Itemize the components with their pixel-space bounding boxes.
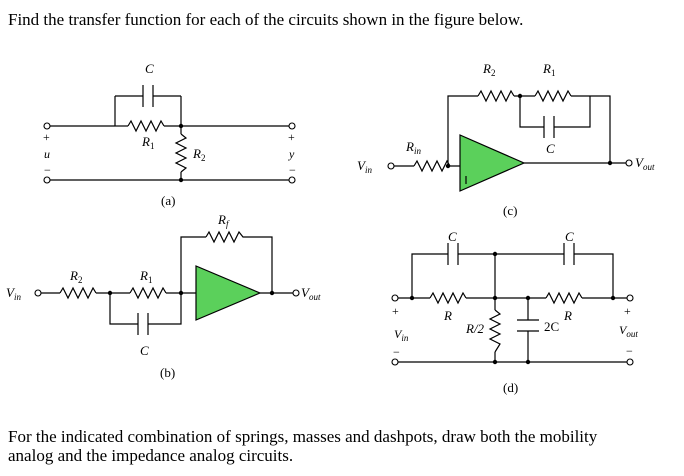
circuit-a-input-terminal-top: [43, 122, 51, 130]
circuit-b-label-r1: R1: [139, 268, 152, 285]
circuit-a-output-plus: +: [288, 130, 295, 144]
circuit-a-capacitor-c: [142, 85, 154, 107]
circuit-b-label-vout: Vout: [301, 285, 321, 302]
circuit-a-output-label: y: [288, 147, 295, 161]
circuit-d-label-2c: 2C: [544, 319, 559, 334]
circuit-d-input-minus: −: [393, 345, 400, 359]
circuit-b: Vin R2 R1 Rf C Vout (b): [6, 212, 321, 380]
circuit-a-input-label: u: [44, 147, 50, 161]
circuit-a-resistor-r2: [174, 133, 188, 173]
circuit-c-label-r2: R2: [482, 61, 495, 78]
circuit-d-label-vin: Vin: [394, 327, 409, 343]
circuit-b-resistor-rf: [205, 230, 246, 244]
circuit-c-resistor-r1: [534, 89, 572, 103]
circuit-c-label-r1: R1: [542, 61, 555, 78]
circuit-c: Vin Rin R2 R1 C Vout (c): [357, 61, 655, 218]
circuit-d-resistor-r-right: [545, 291, 583, 305]
circuit-b-resistor-r1: [129, 286, 167, 300]
circuit-c-label-c: C: [546, 141, 555, 156]
circuit-b-label-vin: Vin: [6, 285, 21, 302]
question-2-text-line-1: For the indicated combination of springs…: [8, 427, 598, 446]
question-1-text: Find the transfer function for each of t…: [8, 10, 524, 29]
circuit-a-output-terminal-top: [288, 122, 296, 130]
circuit-a-label-r2: R2: [192, 146, 205, 163]
circuit-a-input-plus: +: [43, 130, 50, 144]
circuit-d-caption: (d): [503, 380, 518, 395]
circuit-d-input-terminal-top: [391, 294, 399, 302]
circuit-d-label-r-left: R: [443, 308, 452, 323]
circuit-a-output-minus: −: [289, 163, 296, 177]
circuit-d-label-vout: Vout: [619, 323, 638, 339]
circuit-d-resistor-r-half: [488, 309, 502, 353]
circuit-b-opamp: [195, 265, 262, 321]
circuit-a: C R1 R2 + u − + y − (a): [43, 61, 296, 208]
circuit-a-label-r1: R1: [141, 134, 154, 151]
circuit-b-vout-terminal: [292, 289, 300, 297]
circuit-b-label-rf: Rf: [217, 212, 230, 229]
circuit-d: C C R R R/2 2C + Vin − + Vout − (d): [391, 229, 638, 395]
circuit-b-caption: (b): [160, 365, 175, 380]
circuit-b-vin-terminal: [34, 289, 42, 297]
circuit-a-input-terminal-bottom: [43, 176, 51, 184]
circuit-c-label-vout: Vout: [635, 155, 655, 172]
circuit-d-output-terminal-bottom: [626, 358, 634, 366]
circuit-d-capacitor-c-right: [563, 243, 575, 265]
circuit-c-opamp: [459, 134, 526, 192]
circuit-d-resistor-r-left: [429, 291, 467, 305]
circuit-a-wire: [49, 95, 290, 181]
circuit-c-label-rin: Rin: [405, 139, 421, 156]
circuit-c-resistor-rin: [413, 159, 452, 173]
circuit-b-resistor-r2: [59, 286, 97, 300]
circuit-c-label-vin: Vin: [357, 158, 372, 175]
circuit-a-output-terminal-bottom: [288, 176, 296, 184]
circuit-b-label-r2: R2: [69, 268, 82, 285]
circuit-c-caption: (c): [503, 203, 517, 218]
circuit-d-label-c-left: C: [448, 229, 457, 244]
circuit-d-label-r-right: R: [563, 308, 572, 323]
circuit-c-vout-terminal: [625, 159, 633, 167]
circuit-d-wire: [397, 253, 628, 363]
circuit-b-capacitor-c: [137, 313, 149, 335]
circuit-d-input-plus: +: [392, 304, 399, 318]
circuit-d-output-plus: +: [624, 304, 631, 318]
circuit-a-input-minus: −: [44, 163, 51, 177]
question-2-text-line-2: analog and the impedance analog circuits…: [8, 446, 294, 465]
circuit-a-label-c: C: [145, 61, 154, 76]
circuit-a-caption: (a): [161, 193, 175, 208]
circuit-d-capacitor-2c: [517, 319, 539, 332]
circuit-d-output-terminal-top: [626, 294, 634, 302]
circuit-b-label-c: C: [140, 343, 149, 358]
circuit-d-input-terminal-bottom: [391, 358, 399, 366]
circuit-d-label-c-right: C: [565, 229, 574, 244]
circuit-c-wire: [394, 95, 626, 167]
circuit-d-output-minus: −: [626, 344, 633, 358]
circuit-c-capacitor-c: [543, 116, 555, 138]
circuit-d-capacitor-c-left: [447, 243, 459, 265]
circuit-c-resistor-r2: [477, 89, 515, 103]
circuit-a-resistor-r1: [127, 119, 165, 133]
circuit-c-vin-terminal: [387, 162, 395, 170]
circuit-d-label-r-half: R/2: [465, 321, 485, 336]
